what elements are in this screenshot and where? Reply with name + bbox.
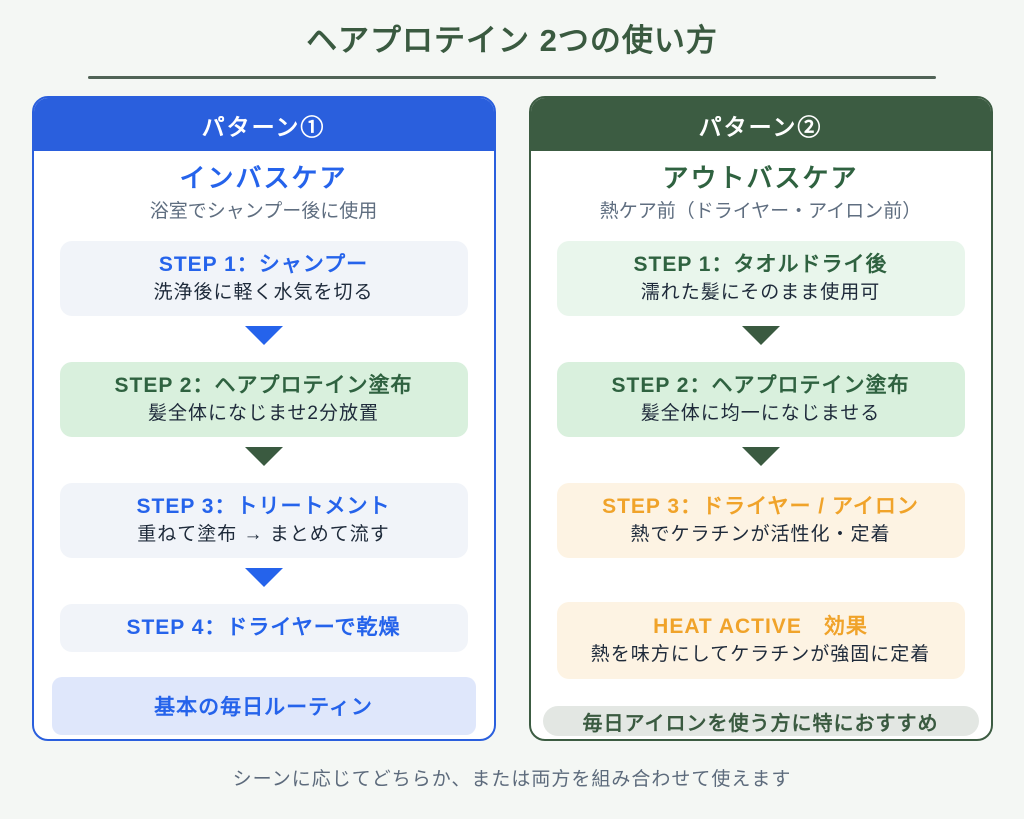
step-title: STEP 2：ヘアプロテイン塗布 bbox=[114, 374, 413, 397]
pattern1-care-subtitle: 浴室でシャンプー後に使用 bbox=[149, 201, 378, 222]
pattern2-footer-badge: 毎日アイロンを使う方に特におすすめ bbox=[542, 706, 979, 736]
step-desc: 髪全体に均一になじませる bbox=[640, 403, 881, 424]
bottom-note: シーンに応じてどちらか、または両方を組み合わせて使えます bbox=[232, 769, 792, 790]
pattern1-step3-box: STEP 3：トリートメント 重ねて塗布 → まとめて流す bbox=[59, 483, 468, 558]
title-divider bbox=[88, 76, 936, 79]
page-title: ヘアプロテイン 2つの使い方 bbox=[306, 23, 718, 58]
pattern2-body: アウトバスケア 熱ケア前（ドライヤー・アイロン前） STEP 1：タオルドライ後… bbox=[531, 151, 991, 736]
step-title: STEP 1：タオルドライ後 bbox=[633, 253, 888, 276]
down-arrow-icon bbox=[244, 568, 283, 587]
heat-active-title: HEAT ACTIVE 効果 bbox=[653, 615, 868, 638]
pattern1-care-title: インバスケア bbox=[179, 163, 348, 193]
step-desc: 髪全体になじませ2分放置 bbox=[148, 403, 379, 424]
step-title: STEP 4：ドライヤーで乾燥 bbox=[126, 616, 401, 639]
pattern2-step1-box: STEP 1：タオルドライ後 濡れた髪にそのまま使用可 bbox=[556, 241, 965, 316]
step-desc: 濡れた髪にそのまま使用可 bbox=[640, 282, 881, 303]
down-arrow-icon bbox=[741, 447, 780, 466]
pattern1-step2-box: STEP 2：ヘアプロテイン塗布 髪全体になじませ2分放置 bbox=[59, 362, 468, 437]
pattern1-step4-box: STEP 4：ドライヤーで乾燥 bbox=[59, 604, 468, 652]
pattern1-body: インバスケア 浴室でシャンプー後に使用 STEP 1：シャンプー 洗浄後に軽く水… bbox=[34, 151, 494, 735]
step-desc: 熱でケラチンが活性化・定着 bbox=[630, 524, 891, 545]
pattern2-step2-box: STEP 2：ヘアプロテイン塗布 髪全体に均一になじませる bbox=[556, 362, 965, 437]
pattern2-care-title: アウトバスケア bbox=[662, 163, 859, 193]
pattern2-panel: パターン② アウトバスケア 熱ケア前（ドライヤー・アイロン前） STEP 1：タ… bbox=[528, 96, 993, 741]
down-arrow-icon bbox=[741, 326, 780, 345]
pattern1-footer-badge: 基本の毎日ルーティン bbox=[51, 677, 476, 735]
pattern1-header: パターン① bbox=[33, 98, 494, 151]
step-title: STEP 3：ドライヤー / アイロン bbox=[602, 495, 919, 518]
step-desc: 重ねて塗布 → まとめて流す bbox=[137, 524, 390, 545]
down-arrow-icon bbox=[244, 447, 283, 466]
step-title: STEP 2：ヘアプロテイン塗布 bbox=[611, 374, 910, 397]
pattern2-care-subtitle: 熱ケア前（ドライヤー・アイロン前） bbox=[599, 201, 922, 222]
heat-active-box: HEAT ACTIVE 効果 熱を味方にしてケラチンが強固に定着 bbox=[556, 602, 965, 679]
pattern1-panel: パターン① インバスケア 浴室でシャンプー後に使用 STEP 1：シャンプー 洗… bbox=[31, 96, 496, 741]
step-desc: 洗浄後に軽く水気を切る bbox=[153, 282, 374, 303]
pattern2-step3-box: STEP 3：ドライヤー / アイロン 熱でケラチンが活性化・定着 bbox=[556, 483, 965, 558]
step-title: STEP 1：シャンプー bbox=[158, 253, 369, 276]
pattern1-step1-box: STEP 1：シャンプー 洗浄後に軽く水気を切る bbox=[59, 241, 468, 316]
heat-active-desc: 熱を味方にしてケラチンが強固に定着 bbox=[590, 644, 931, 665]
down-arrow-icon bbox=[244, 326, 283, 345]
pattern2-header: パターン② bbox=[530, 98, 991, 151]
step-title: STEP 3：トリートメント bbox=[136, 495, 391, 518]
panels-container: パターン① インバスケア 浴室でシャンプー後に使用 STEP 1：シャンプー 洗… bbox=[0, 96, 1024, 741]
